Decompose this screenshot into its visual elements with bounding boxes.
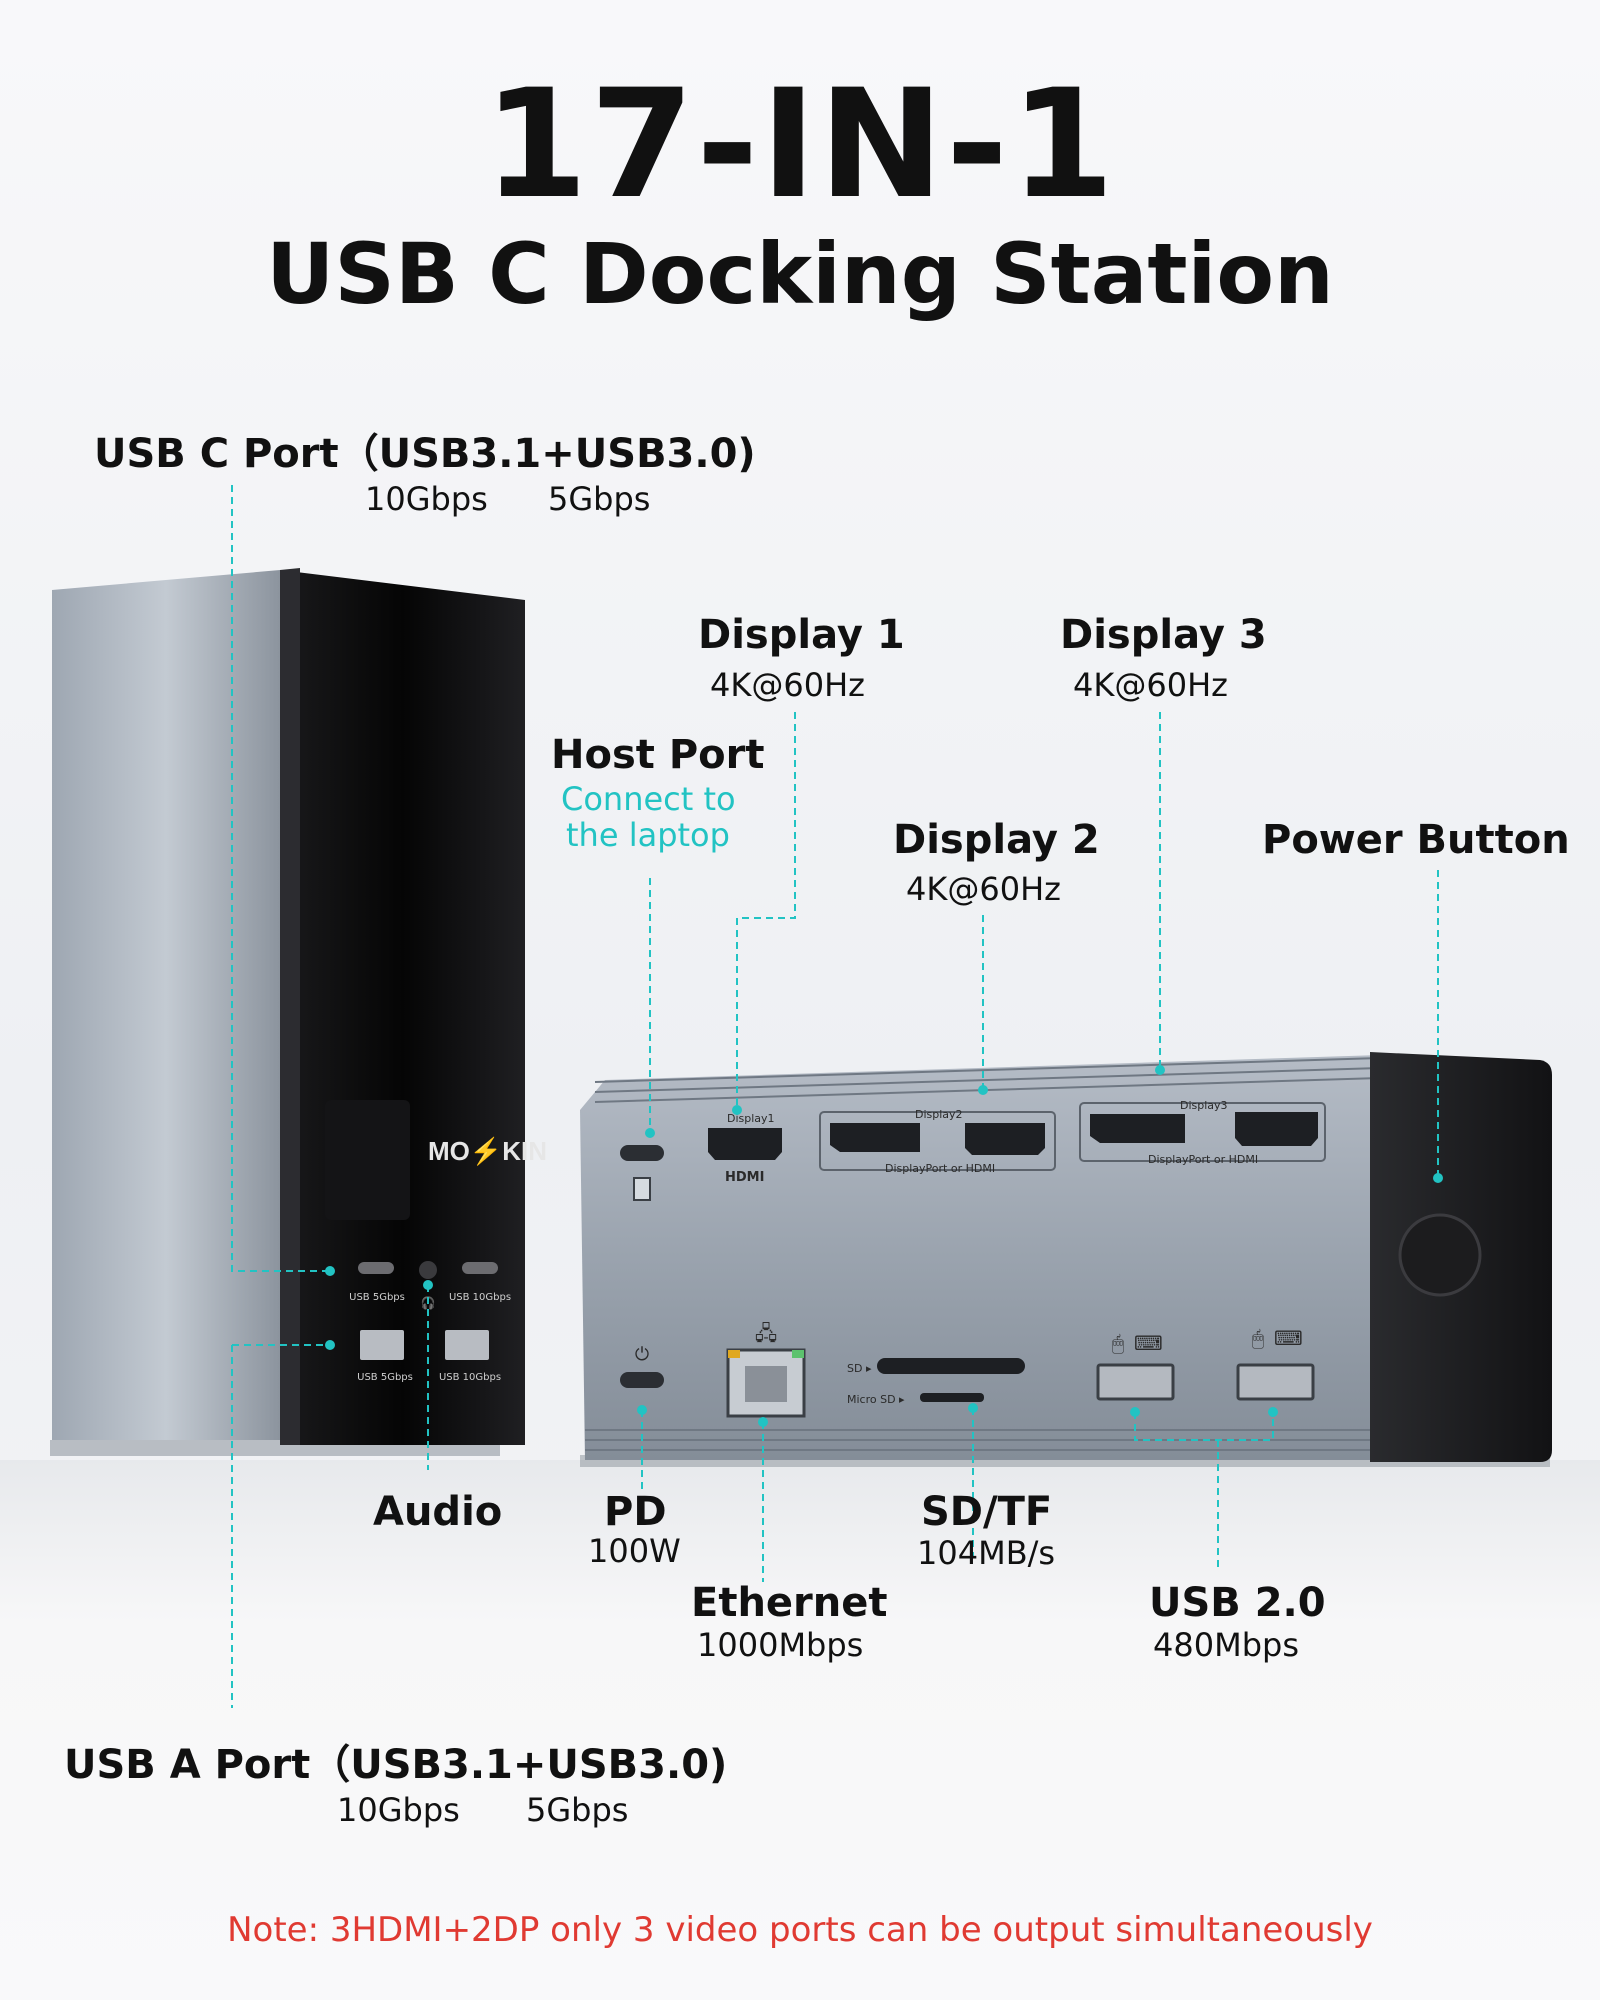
display3-callout-title: Display 3 (1060, 612, 1267, 658)
floor-surface (0, 1460, 1600, 2000)
pd-port (620, 1372, 664, 1388)
label-usb-c-5: USB 5Gbps (349, 1292, 405, 1303)
usb-a-speed-5: 5Gbps (526, 1791, 629, 1829)
label-display3-port: Display3 (1180, 1099, 1228, 1112)
host-port (620, 1145, 664, 1161)
usb-c-speed-5: 5Gbps (548, 480, 651, 518)
mouse-icon: 🖱 (1112, 1331, 1124, 1355)
display1-callout-title: Display 1 (698, 612, 905, 658)
display2-hdmi-port (965, 1123, 1045, 1155)
pd-callout-title: PD (604, 1489, 667, 1535)
keyboard-icon: ⌨ (1134, 1331, 1163, 1355)
usb2-callout-title: USB 2.0 (1149, 1580, 1326, 1626)
keyboard-icon-2: ⌨ (1274, 1326, 1303, 1350)
label-usb-a-5: USB 5Gbps (357, 1372, 413, 1383)
tower-front-panel (280, 570, 525, 1445)
hero-title: 17-IN-1 (483, 58, 1117, 232)
usb-c-callout-title: USB C Port（USB3.1+USB3.0) (94, 431, 756, 477)
label-display2-port: Display2 (915, 1108, 963, 1121)
usb-c-port-10gbps (462, 1262, 498, 1274)
display2-callout-title: Display 2 (893, 817, 1100, 863)
label-usb-c-10: USB 10Gbps (449, 1292, 511, 1303)
display3-spec: 4K@60Hz (1073, 666, 1228, 704)
audio-callout-title: Audio (373, 1489, 503, 1535)
power-button-callout-title: Power Button (1262, 817, 1570, 863)
usb2-spec: 480Mbps (1153, 1626, 1299, 1664)
usb-a-port-10gbps (445, 1330, 489, 1360)
micro-sd-slot (920, 1393, 984, 1402)
host-port-desc-2: the laptop (566, 816, 730, 854)
label-dp-or-hdmi-2: DisplayPort or HDMI (885, 1162, 995, 1175)
tower-dock: MO⚡KIN 🎧 USB 5Gbps USB 10Gbps USB 5Gbps … (50, 568, 547, 1456)
label-sd: SD ▸ (847, 1362, 872, 1375)
display1-hdmi-port (708, 1128, 782, 1160)
display2-spec: 4K@60Hz (906, 870, 1061, 908)
mouse-icon-2: 🖱 (1252, 1326, 1264, 1350)
power-button[interactable] (1398, 1213, 1482, 1297)
brand-logo: MO⚡KIN (428, 1136, 547, 1167)
usb-c-speed-10: 10Gbps (365, 480, 488, 518)
label-micro-sd: Micro SD ▸ (847, 1393, 905, 1406)
host-port-callout-title: Host Port (551, 732, 765, 778)
label-usb-a-10: USB 10Gbps (439, 1372, 501, 1383)
usb2-port-1 (1096, 1363, 1175, 1401)
audio-jack (419, 1261, 437, 1279)
display3-dp-port (1090, 1114, 1185, 1143)
host-port-desc-1: Connect to (561, 780, 736, 818)
label-display1-port: Display1 (727, 1112, 775, 1125)
network-icon: 🖧 (755, 1321, 777, 1345)
display2-dp-port (830, 1123, 920, 1152)
tower-side-panel (52, 570, 280, 1440)
display3-hdmi-port (1235, 1112, 1318, 1146)
ethernet-spec: 1000Mbps (697, 1626, 864, 1664)
sd-spec: 104MB/s (917, 1534, 1056, 1572)
usb-a-callout-title: USB A Port（USB3.1+USB3.0) (64, 1742, 728, 1788)
ethernet-callout-title: Ethernet (691, 1580, 888, 1626)
label-dp-or-hdmi-3: DisplayPort or HDMI (1148, 1153, 1258, 1166)
label-hdmi: HDMI (725, 1170, 764, 1185)
leader-dots (325, 1065, 1443, 1427)
usb-a-speed-10: 10Gbps (337, 1791, 460, 1829)
usb-c-port-5gbps (358, 1262, 394, 1274)
horizontal-dock: Display1 HDMI Display2 DisplayPort or HD… (580, 1052, 1552, 1467)
sd-callout-title: SD/TF (921, 1489, 1053, 1535)
sd-slot (877, 1358, 1025, 1374)
hero-subtitle: USB C Docking Station (266, 225, 1334, 323)
pd-spec: 100W (588, 1532, 681, 1570)
compatibility-note: Note: 3HDMI+2DP only 3 video ports can b… (227, 1910, 1373, 1950)
usb2-port-2 (1236, 1363, 1315, 1401)
display1-spec: 4K@60Hz (710, 666, 865, 704)
leader-lines (231, 485, 1439, 1708)
power-plug-icon: ⏻ (635, 1344, 649, 1365)
usb-a-port-5gbps (360, 1330, 404, 1360)
